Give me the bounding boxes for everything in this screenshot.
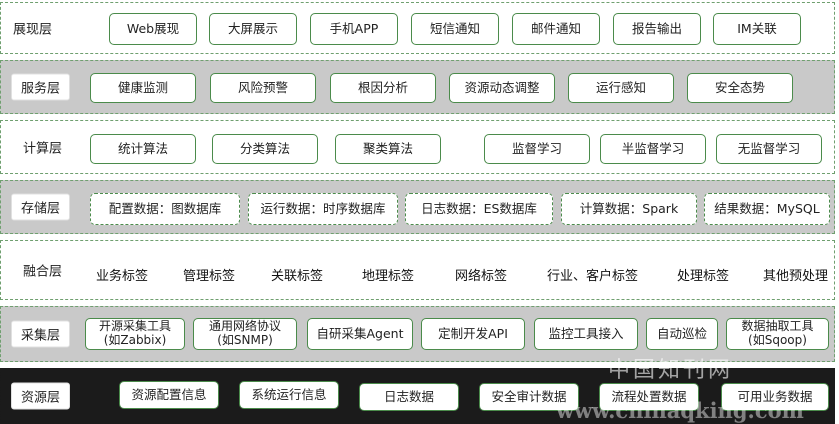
item-sms-notify: 短信通知 (411, 13, 499, 45)
layer-title: 服务层 (11, 73, 71, 101)
layer-service: 服务层 健康监测 风险预警 根因分析 资源动态调整 运行感知 安全态势 (0, 60, 835, 114)
item-compute-data: 计算数据：Spark (561, 193, 697, 225)
item-root-cause: 根因分析 (330, 73, 436, 103)
item-statistic-algo: 统计算法 (90, 134, 196, 164)
item-web-display: Web展现 (109, 13, 197, 45)
item-health-monitor: 健康监测 (90, 73, 196, 103)
layer-title: 存储层 (11, 193, 71, 221)
layer-collection: 采集层 开源采集工具 (如Zabbix) 通用网络协议 (如SNMP) 自研采集… (0, 306, 835, 362)
item-system-run: 系统运行信息 (239, 381, 339, 409)
item-log-data: 日志数据：ES数据库 (405, 193, 553, 225)
item-run-perception: 运行感知 (568, 73, 674, 103)
item-risk-warning: 风险预警 (210, 73, 316, 103)
tag-network: 网络标签 (455, 269, 508, 284)
item-log-data: 日志数据 (359, 383, 459, 411)
item-result-data: 结果数据：MySQL (704, 193, 830, 225)
layer-compute: 计算层 统计算法 分类算法 聚类算法 监督学习 半监督学习 无监督学习 (0, 120, 835, 174)
item-resource-config: 资源配置信息 (119, 381, 219, 409)
item-available-business: 可用业务数据 (721, 383, 829, 411)
item-config-data: 配置数据：图数据库 (90, 193, 240, 225)
item-report-output: 报告输出 (613, 13, 701, 45)
item-security-posture: 安全态势 (687, 73, 793, 103)
item-generic-protocol: 通用网络协议 (如SNMP) (193, 318, 297, 350)
item-classify-algo: 分类算法 (212, 134, 318, 164)
layer-resource: 资源层 资源配置信息 系统运行信息 日志数据 安全审计数据 流程处置数据 可用业… (0, 368, 835, 424)
layer-title: 融合层 (23, 264, 63, 280)
layer-title: 展现层 (13, 22, 53, 38)
item-cluster-algo: 聚类算法 (335, 134, 441, 164)
item-run-data: 运行数据：时序数据库 (248, 193, 398, 225)
layer-storage: 存储层 配置数据：图数据库 运行数据：时序数据库 日志数据：ES数据库 计算数据… (0, 180, 835, 234)
item-resource-adjust: 资源动态调整 (449, 73, 555, 103)
item-opensource-collector: 开源采集工具 (如Zabbix) (85, 318, 185, 350)
item-supervised: 监督学习 (484, 134, 590, 164)
item-auto-inspect: 自动巡检 (646, 318, 718, 350)
layer-title: 采集层 (11, 320, 71, 348)
item-monitor-tool: 监控工具接入 (534, 318, 638, 350)
tag-processing: 处理标签 (677, 269, 730, 284)
item-mail-notify: 邮件通知 (512, 13, 600, 45)
tag-geography: 地理标签 (362, 269, 415, 284)
item-custom-agent: 自研采集Agent (307, 318, 413, 350)
tag-relation: 关联标签 (271, 269, 324, 284)
tag-industry-customer: 行业、客户标签 (547, 269, 639, 284)
layer-fusion: 融合层 业务标签 管理标签 关联标签 地理标签 网络标签 行业、客户标签 处理标… (0, 240, 835, 300)
item-mobile-app: 手机APP (310, 13, 398, 45)
tag-other-preprocess: 其他预处理 (763, 269, 829, 284)
item-security-audit: 安全审计数据 (479, 383, 579, 411)
item-process-data: 流程处置数据 (599, 383, 699, 411)
layer-presentation: 展现层 Web展现 大屏展示 手机APP 短信通知 邮件通知 报告输出 IM关联 (0, 2, 835, 54)
tag-business: 业务标签 (96, 269, 149, 284)
item-custom-api: 定制开发API (421, 318, 525, 350)
item-big-screen: 大屏展示 (209, 13, 297, 45)
layer-title: 资源层 (11, 382, 71, 410)
tag-management: 管理标签 (183, 269, 236, 284)
layer-title: 计算层 (23, 141, 63, 157)
item-data-extract: 数据抽取工具 (如Sqoop) (726, 318, 829, 350)
item-im-link: IM关联 (713, 13, 801, 45)
item-semi-supervised: 半监督学习 (600, 134, 706, 164)
item-unsupervised: 无监督学习 (716, 134, 822, 164)
